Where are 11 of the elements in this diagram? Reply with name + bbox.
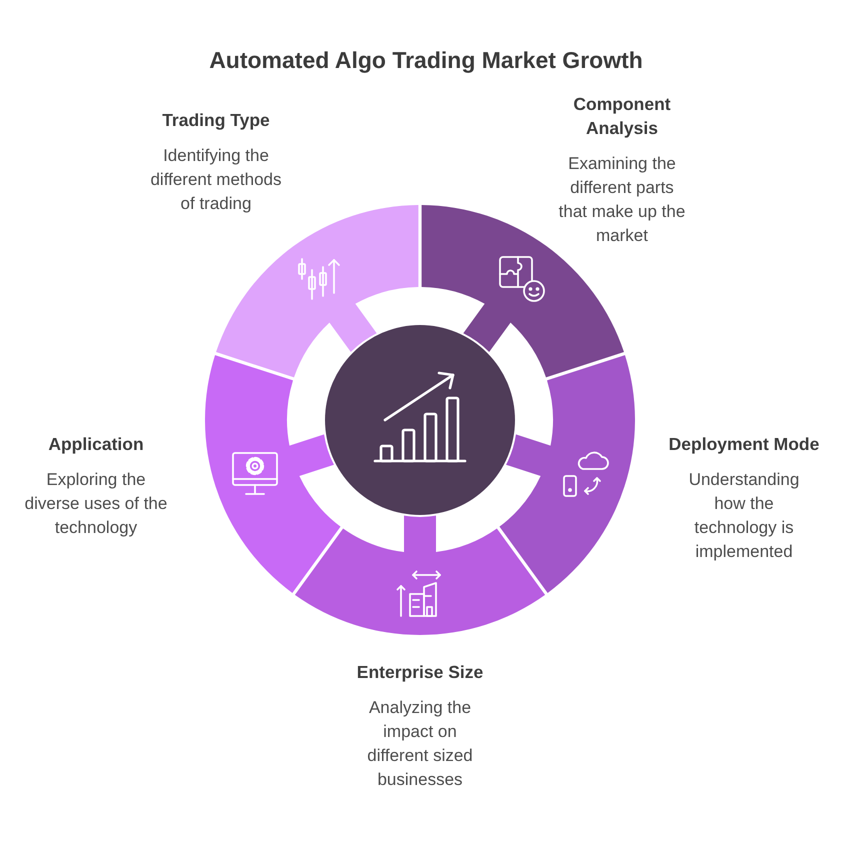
segment-description: Analyzing the impact on different sized businesses (366, 697, 474, 791)
segment-heading: Enterprise Size (356, 661, 484, 684)
diagram-title: Automated Algo Trading Market Growth (209, 46, 643, 75)
segment-description: Understanding how the technology is implemented (688, 469, 800, 563)
segment-heading: Application (48, 433, 144, 456)
segment-heading: Deployment Mode (668, 433, 820, 456)
segment-description: Examining the different parts that make up the market (558, 153, 686, 247)
segment-heading: Component Analysis (572, 93, 672, 140)
segment-description: Exploring the diverse uses of the technology (24, 469, 168, 539)
segment-heading: Trading Type (162, 109, 270, 132)
segment-description: Identifying the different methods of trading (149, 145, 283, 215)
